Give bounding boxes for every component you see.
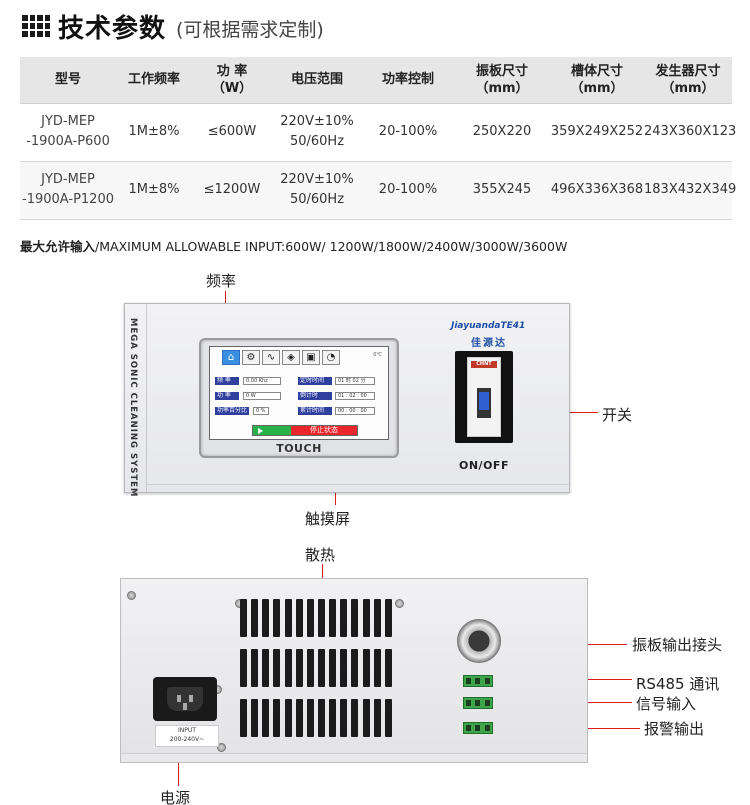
- table-header-row: 型号工作频率功 率 （W）电压范围功率控制振板尺寸 （mm）槽体尺寸 （mm）发…: [20, 57, 732, 104]
- touch-label: TOUCH: [276, 442, 322, 455]
- note-text: /MAXIMUM ALLOWABLE INPUT:600W/ 1200W/180…: [95, 239, 568, 254]
- table-cell: 1M±8%: [116, 161, 192, 220]
- screen-row: 频 率 0.00 Khz: [215, 377, 281, 385]
- column-header: 振板尺寸 （mm）: [454, 57, 550, 104]
- power-socket[interactable]: [153, 677, 217, 721]
- input-rating-label: INPUT 200-240V~: [155, 725, 219, 747]
- temperature-readout: 0℃: [373, 352, 382, 358]
- table-cell: 220V±10% 50/60Hz: [272, 161, 362, 220]
- brand-logo: JiayuandaTE41: [451, 321, 526, 331]
- back-panel: INPUT 200-240V~: [120, 578, 588, 763]
- switch-toggle[interactable]: [479, 392, 489, 410]
- cooling-vents: [240, 599, 392, 739]
- column-header: 功 率 （W）: [192, 57, 272, 104]
- section-subtitle: (可根据需求定制): [176, 18, 324, 41]
- screen-row: 倒计时 01 : 02 : 00: [298, 392, 375, 400]
- column-header: 型号: [20, 57, 116, 104]
- table-cell: 220V±10% 50/60Hz: [272, 103, 362, 162]
- callout-signal-input: 信号输入: [636, 695, 697, 713]
- screen-row: 定时时间 01 时 02 分: [298, 377, 375, 385]
- grid-icon: [22, 15, 50, 37]
- screw-icon: [127, 591, 136, 600]
- column-header: 槽体尺寸 （mm）: [550, 57, 644, 104]
- table-cell: 496X336X368: [550, 161, 644, 220]
- front-panel: MEGA SONIC CLEANING SYSTEM ⌂ ⚙ ∿ ◈ ▣ ◔ 0…: [124, 303, 570, 497]
- brand-name: 佳源达: [471, 338, 507, 349]
- table-cell: 1M±8%: [116, 103, 192, 162]
- status-badge: 停止状态: [291, 426, 357, 435]
- table-cell: 355X245: [454, 161, 550, 220]
- column-header: 功率控制: [362, 57, 454, 104]
- table-cell: 20-100%: [362, 161, 454, 220]
- callout-rs485: RS485 通讯: [636, 675, 720, 693]
- callout-power: 电源: [160, 789, 191, 805]
- plate-output-connector[interactable]: [457, 619, 501, 663]
- signal-input-terminal[interactable]: [463, 697, 493, 709]
- side-text: MEGA SONIC CLEANING SYSTEM: [128, 318, 138, 498]
- gauge-icon[interactable]: ◔: [322, 350, 340, 365]
- table-cell: 243X360X123: [644, 103, 736, 162]
- play-icon[interactable]: [253, 426, 291, 435]
- model-cell: JYD-MEP -1900A-P1200: [20, 161, 116, 220]
- screen-row: 功率百分比 0 %: [215, 407, 269, 415]
- wave-icon[interactable]: ∿: [262, 350, 280, 365]
- screen-row: 功 率 0 W: [215, 392, 281, 400]
- run-stop-bar[interactable]: 停止状态: [252, 425, 358, 436]
- column-header: 工作频率: [116, 57, 192, 104]
- callout-touchscreen: 触摸屏: [305, 510, 351, 528]
- screw-icon: [217, 743, 226, 752]
- section-header: 技术参数 (可根据需求定制): [22, 8, 324, 44]
- model-cell: JYD-MEP -1900A-P600: [20, 103, 116, 162]
- callout-frequency: 频率: [206, 272, 237, 290]
- screw-icon: [395, 599, 404, 608]
- column-header: 电压范围: [272, 57, 362, 104]
- onoff-label: ON/OFF: [459, 459, 509, 472]
- table-cell: 250X220: [454, 103, 550, 162]
- rs485-terminal[interactable]: [463, 675, 493, 687]
- breaker-logo: CHNT: [471, 361, 497, 368]
- note-bold: 最大允许输入: [20, 239, 96, 254]
- callout-plate-connector: 振板输出接头: [632, 636, 723, 654]
- spec-table: 型号工作频率功 率 （W）电压范围功率控制振板尺寸 （mm）槽体尺寸 （mm）发…: [20, 57, 736, 220]
- table-cell: 20-100%: [362, 103, 454, 162]
- screen-row: 累计时间 00 : 00 : 00: [298, 407, 375, 415]
- section-title: 技术参数: [58, 13, 167, 44]
- column-header: 发生器尺寸 （mm）: [644, 57, 732, 104]
- gear-icon[interactable]: ⚙: [242, 350, 260, 365]
- alarm-output-terminal[interactable]: [463, 722, 493, 734]
- home-icon[interactable]: ⌂: [222, 350, 240, 365]
- table-cell: ≤1200W: [192, 161, 272, 220]
- touchscreen[interactable]: ⌂ ⚙ ∿ ◈ ▣ ◔ 0℃ 频 率 0.00 Khz 功 率 0 W 功率百分…: [209, 346, 389, 440]
- table-cell: 183X432X349: [644, 161, 736, 220]
- power-switch[interactable]: CHNT: [455, 351, 513, 443]
- callout-heat: 散热: [305, 546, 336, 564]
- table-cell: 359X249X252: [550, 103, 644, 162]
- shield-icon[interactable]: ◈: [282, 350, 300, 365]
- callout-switch: 开关: [602, 406, 633, 424]
- callout-alarm-output: 报警输出: [644, 720, 705, 738]
- max-input-note: 最大允许输入/MAXIMUM ALLOWABLE INPUT:600W/ 120…: [20, 236, 567, 255]
- table-cell: ≤600W: [192, 103, 272, 162]
- lock-icon[interactable]: ▣: [302, 350, 320, 365]
- touchscreen-bezel: ⌂ ⚙ ∿ ◈ ▣ ◔ 0℃ 频 率 0.00 Khz 功 率 0 W 功率百分…: [199, 338, 399, 458]
